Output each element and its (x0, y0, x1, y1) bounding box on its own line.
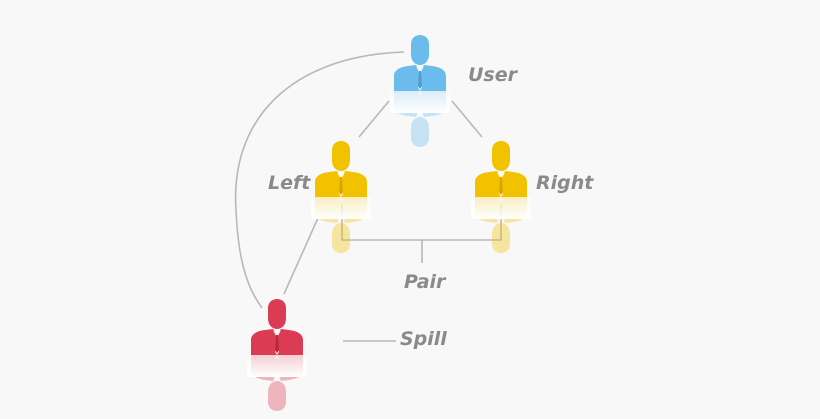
connectors (234, 51, 502, 342)
person-icon (315, 141, 367, 197)
user-label: User (468, 64, 517, 86)
connector-user-spill-arc (234, 51, 405, 309)
right-label: Right (536, 172, 594, 194)
person-icon (251, 299, 303, 355)
spill-node (247, 299, 307, 411)
left-node (311, 141, 371, 253)
pair-label: Pair (404, 271, 446, 293)
person-icon (475, 141, 527, 197)
connector-left-spill (283, 217, 319, 295)
right-node (471, 141, 531, 253)
person-icon (394, 35, 446, 91)
spill-label: Spill (400, 328, 447, 350)
user-node (390, 35, 450, 147)
connector-user-left (358, 100, 390, 138)
left-label: Left (268, 172, 311, 194)
connector-user-right (451, 100, 483, 138)
